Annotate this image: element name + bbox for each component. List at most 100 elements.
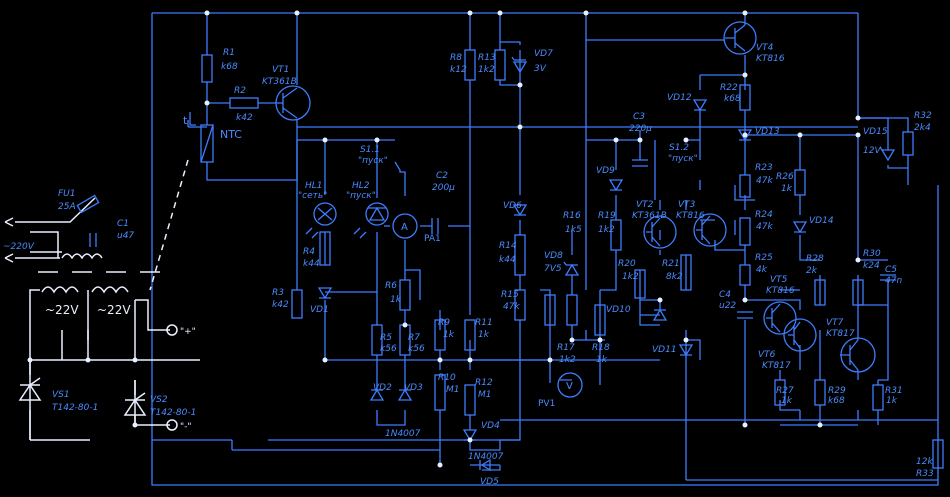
label-R17: R17 xyxy=(557,343,575,353)
label-R30-val: k24 xyxy=(863,261,880,271)
label-R2: R2 xyxy=(234,86,246,96)
label-R4: R4 xyxy=(303,247,315,257)
label-R26: R26 xyxy=(776,172,794,182)
label-sec2: ~22V xyxy=(97,303,131,317)
label-R26-val: 1k xyxy=(781,184,793,194)
label-A: A xyxy=(401,222,408,233)
label-R29: R29 xyxy=(828,386,846,396)
label-VD12: VD12 xyxy=(667,93,692,103)
label-R23: R23 xyxy=(755,163,773,173)
label-HL2-sub: "пуск" xyxy=(346,191,376,201)
label-R23-val: 47k xyxy=(756,176,773,186)
label-R18: R18 xyxy=(592,343,610,353)
label-R22: R22 xyxy=(720,83,738,93)
ntc-t-mark xyxy=(189,112,196,126)
label-VT2-val: KT361B xyxy=(632,211,667,221)
label-PV1: PV1 xyxy=(538,399,555,409)
label-VT7-val: KT817 xyxy=(826,329,855,339)
label-R25: R25 xyxy=(755,253,773,263)
label-C3-val: 220µ xyxy=(629,124,652,134)
label-R6: R6 xyxy=(385,281,397,291)
label-S11-sub: "пуск" xyxy=(358,156,388,166)
label-R33-val: 12k xyxy=(916,457,933,467)
label-VT5-val: KT816 xyxy=(766,286,795,296)
label-R21: R21 xyxy=(662,259,680,269)
label-R11-val: 1k xyxy=(478,330,490,340)
label-R5: R5 xyxy=(380,333,392,343)
label-R1: R1 xyxy=(223,48,235,58)
label-mains: ~220V xyxy=(3,242,35,252)
label-C5-val: 47n xyxy=(885,276,902,286)
label-C4: C4 xyxy=(719,290,731,300)
label-R10: R10 xyxy=(438,373,456,383)
label-R25-val: 4k xyxy=(756,265,768,275)
label-R18-val: 1k xyxy=(596,355,608,365)
label-R28: R28 xyxy=(806,254,824,264)
label-R13: R13 xyxy=(478,53,496,63)
label-VD8-val: 7V5 xyxy=(544,264,562,274)
label-VD3: VD3 xyxy=(404,383,423,393)
label-R12: R12 xyxy=(475,378,493,388)
label-VD7: VD7 xyxy=(534,49,553,59)
label-C5: C5 xyxy=(885,265,897,275)
label-PA1: PA1 xyxy=(424,234,441,244)
label-HL1-sub: "сеть" xyxy=(298,191,327,201)
label-R33: R33 xyxy=(916,469,934,479)
label-R9: R9 xyxy=(438,318,450,328)
label-R24-val: 47k xyxy=(756,222,773,232)
label-R29-val: k68 xyxy=(828,396,845,406)
label-R10-val: M1 xyxy=(446,385,460,395)
label-R24: R24 xyxy=(755,210,773,220)
label-VS1: VS1 xyxy=(52,390,70,400)
label-1N4007: 1N4007 xyxy=(385,429,421,439)
label-VD1: VD1 xyxy=(310,305,329,315)
junctions xyxy=(27,10,861,468)
component-labels: R1 k68 VT1 KT361B R2 k42 NTC t FU1 25A C… xyxy=(3,43,934,487)
label-R7-val: k56 xyxy=(408,344,425,354)
label-VS2: VS2 xyxy=(150,395,168,405)
label-VT1: VT1 xyxy=(272,65,289,75)
label-FU1: FU1 xyxy=(58,189,76,199)
label-VD14: VD14 xyxy=(809,216,834,226)
label-VD2: VD2 xyxy=(373,383,392,393)
label-VT1-val: KT361B xyxy=(262,77,297,87)
label-V: V xyxy=(566,381,573,392)
label-VD9: VD9 xyxy=(596,166,615,176)
label-S12: S1.2 xyxy=(669,143,689,153)
label-t: t xyxy=(183,114,188,127)
resistors xyxy=(200,49,944,469)
label-R31: R31 xyxy=(885,386,903,396)
label-R1-val: k68 xyxy=(221,62,238,72)
label-VT2: VT2 xyxy=(636,200,654,210)
label-R8: R8 xyxy=(450,53,462,63)
label-R19-val: 1k2 xyxy=(598,225,615,235)
label-VD5: VD5 xyxy=(480,477,499,487)
label-VD11: VD11 xyxy=(652,345,677,355)
label-C3: C3 xyxy=(633,112,645,122)
label-R12-val: M1 xyxy=(478,390,492,400)
label-R30: R30 xyxy=(863,249,881,259)
label-R8-val: k12 xyxy=(450,65,467,75)
label-C1-val: u47 xyxy=(117,231,134,241)
label-VT7: VT7 xyxy=(826,318,844,328)
label-VD4-val: 1N4007 xyxy=(468,452,504,462)
label-VD8: VD8 xyxy=(544,251,563,261)
label-R2-val: k42 xyxy=(236,113,253,123)
label-term-minus: "-" xyxy=(180,422,192,432)
label-HL1: HL1 xyxy=(305,181,323,191)
transistors xyxy=(275,21,876,373)
label-R31-val: 1k xyxy=(886,396,898,406)
label-VT6: VT6 xyxy=(758,350,776,360)
label-R20-val: 1k2 xyxy=(622,272,639,282)
label-R32: R32 xyxy=(914,111,932,121)
fuse xyxy=(4,194,100,263)
label-VD13: VD13 xyxy=(755,127,780,137)
label-C2: C2 xyxy=(436,171,448,181)
label-R4-val: k44 xyxy=(303,259,320,269)
ntc-slash xyxy=(200,124,214,163)
label-VD15: VD15 xyxy=(863,127,888,137)
label-FU1-val: 25A xyxy=(58,202,76,212)
label-R15-val: 47k xyxy=(503,302,520,312)
label-R16: R16 xyxy=(563,211,581,221)
